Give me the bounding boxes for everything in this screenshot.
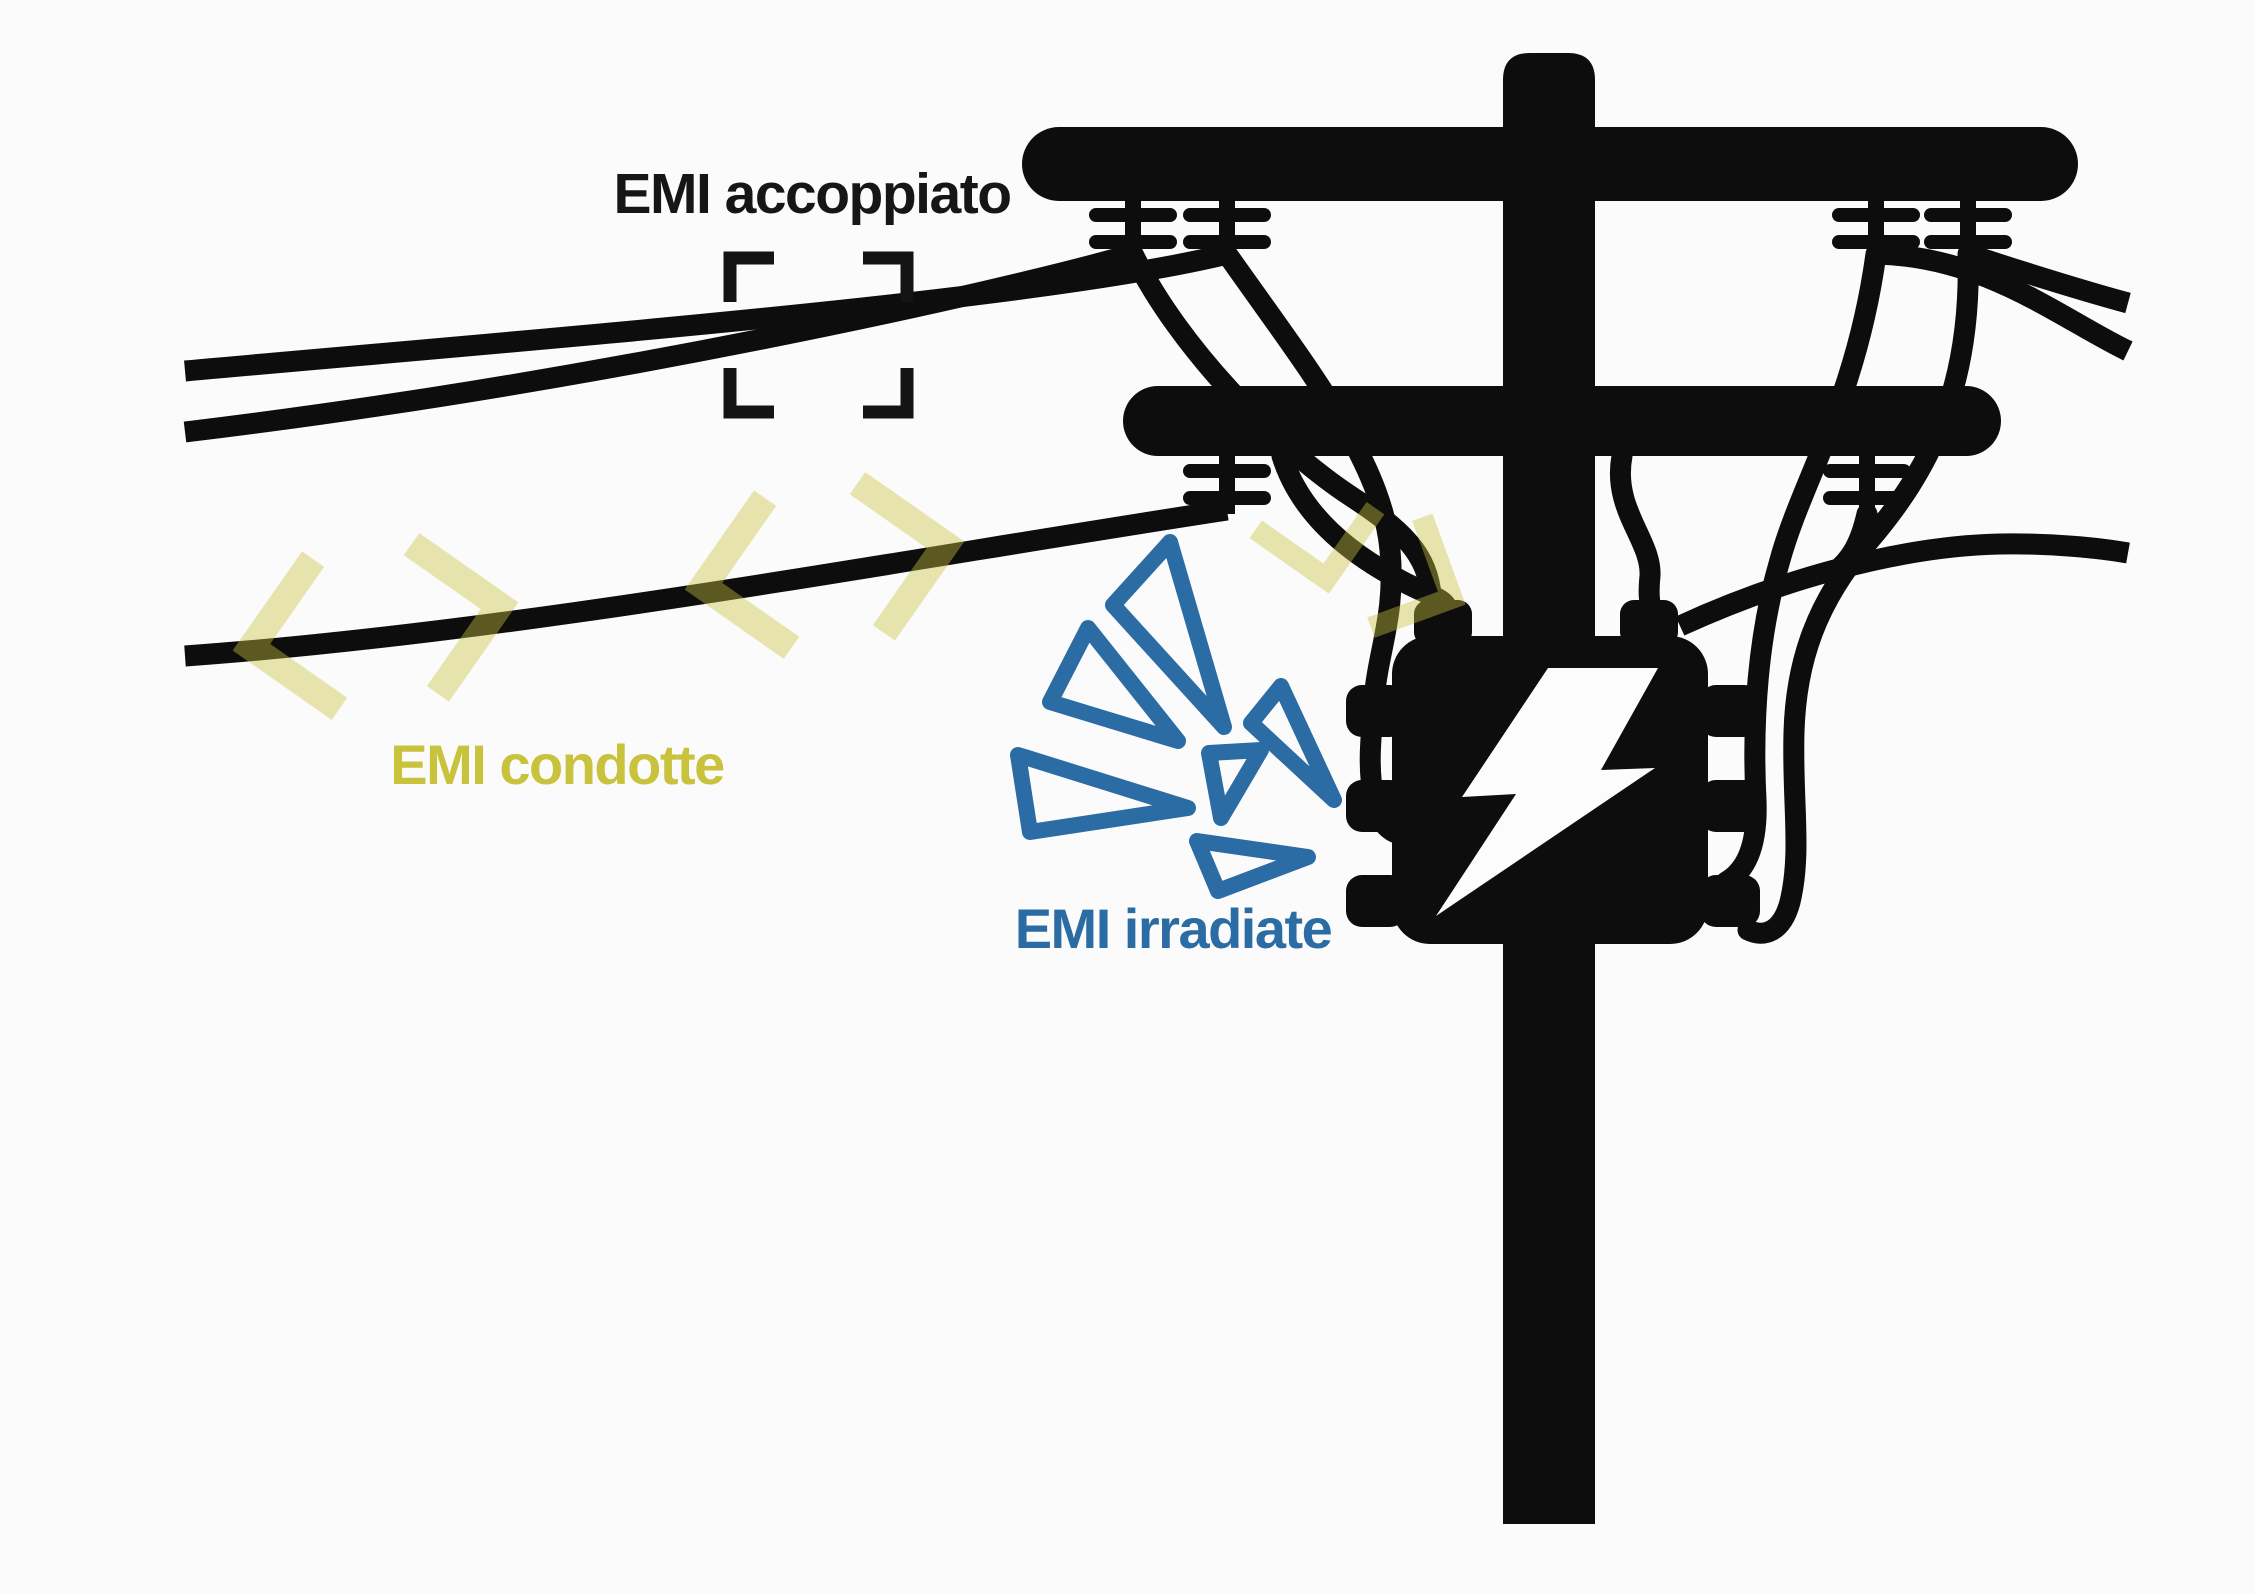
transformer-side-lug [1700, 875, 1760, 927]
transformer-side-lug [1346, 780, 1406, 832]
conducted-emi-label: EMI condotte [390, 733, 724, 796]
wire-drop-right-3 [1824, 503, 1878, 583]
crossarm-lower [1123, 386, 2001, 456]
insulator [1089, 200, 1177, 258]
wire-coupled-upper [184, 243, 1230, 382]
conducted-arrow-right-icon [412, 531, 513, 694]
crossarm-top [1022, 127, 2078, 201]
transformer-side-lug [1700, 685, 1760, 737]
insulator [1183, 200, 1271, 258]
transformer-box-icon [1346, 600, 1760, 944]
coupling-bracket-icon [723, 251, 914, 419]
wire-drop-left-1 [1122, 243, 1443, 617]
wire-right-lower [1875, 243, 2133, 361]
transformer-side-lug [1346, 685, 1406, 737]
radiated-burst-icon [1010, 534, 1342, 899]
wire-right-upper [1964, 244, 2131, 314]
wire-conducted-right [1675, 533, 2130, 636]
transformer-top-lug [1620, 600, 1678, 646]
lightning-bolt-icon [1436, 668, 1658, 916]
conducted-arrow-icons [238, 470, 1477, 722]
wire-drop-center [1609, 445, 1662, 623]
transformer-side-lug [1700, 780, 1760, 832]
transformer-side-lug [1346, 875, 1406, 927]
coupled-emi-label: EMI accoppiato [613, 162, 1010, 226]
insulator [1924, 200, 2012, 258]
wire-coupled-lower [183, 243, 1136, 443]
radiated-emi-label: EMI irradiate [1015, 897, 1332, 960]
